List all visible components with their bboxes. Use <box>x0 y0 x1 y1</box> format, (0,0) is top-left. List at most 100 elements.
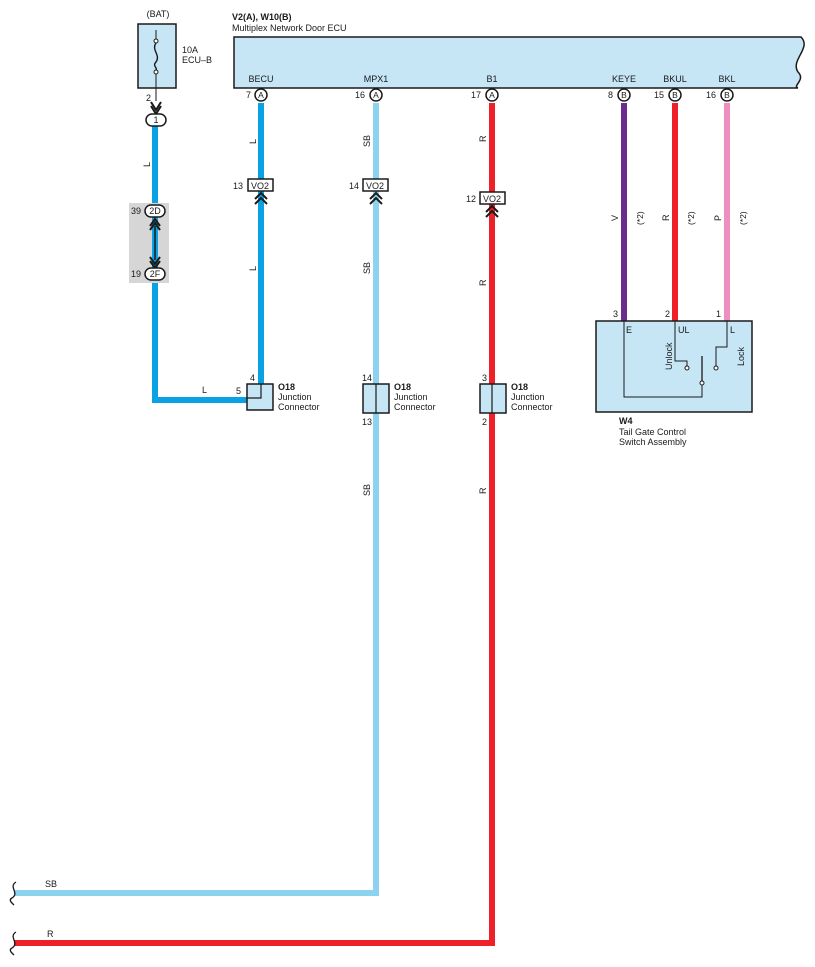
junction-pin-2d <box>144 204 166 218</box>
ecu-box <box>233 36 805 89</box>
fuse-pin-number: 2 <box>146 93 151 103</box>
ecu-pin-conn: B <box>672 90 678 100</box>
fuse-connector-arrow-icon <box>150 101 162 116</box>
o18-desc1: Junction <box>278 392 312 402</box>
o18-desc1: Junction <box>511 392 545 402</box>
ecu-pin-number: 16 <box>355 90 365 100</box>
vo2-pin-number: 14 <box>349 181 359 191</box>
ecu-pin-mpx1: 16 A <box>355 88 383 102</box>
fuse-rating: 10A <box>182 45 198 55</box>
junction-pin-2f-label: 2F <box>150 269 161 279</box>
wire-label-l-1: L <box>142 162 152 167</box>
vo2-arrow-icon <box>369 191 383 205</box>
ecu-pin-number: 15 <box>654 90 664 100</box>
ecu-pin-bkl: 16 B <box>706 88 734 102</box>
o18-desc2: Connector <box>394 402 436 412</box>
ecu-pin-b1: 17 A <box>471 88 499 102</box>
ecu-pin-conn: A <box>258 90 264 100</box>
wire-label-r-bkul: R <box>661 214 671 221</box>
wire-r-b1 <box>14 103 495 946</box>
o18-code: O18 <box>511 382 528 392</box>
o18-pin-top: 14 <box>362 373 372 383</box>
junction-upper-arrow-icon <box>149 217 161 231</box>
vo2-label: VO2 <box>483 194 501 204</box>
switch-code: W4 <box>619 416 633 426</box>
wire-label-v: V <box>610 215 620 221</box>
o18-junction-connector-3: 3 2 O18 Junction Connector <box>479 373 553 427</box>
switch-name-line2: Switch Assembly <box>619 437 687 447</box>
switch-unlock-label: Unlock <box>664 342 674 370</box>
switch-term-l: L <box>730 325 735 335</box>
wire-label-sb-middle: SB <box>362 262 372 274</box>
ecu-pin-number: 16 <box>706 90 716 100</box>
ecu-pin-number: 7 <box>246 90 251 100</box>
vo2-connector-mpx1: 14 VO2 <box>349 178 389 205</box>
o18-pin-bottom: 13 <box>362 417 372 427</box>
switch-box <box>595 320 753 413</box>
wire-label-l-becu-upper: L <box>248 139 258 144</box>
junction-pin-2f-number: 19 <box>131 269 141 279</box>
fuse-name: ECU–B <box>182 55 212 65</box>
junction-pin-2f <box>144 267 166 281</box>
vo2-arrow-icon <box>254 191 268 205</box>
vo2-pin-number: 13 <box>233 181 243 191</box>
wire-label-sb-lower: SB <box>362 484 372 496</box>
ecu-pin-conn: A <box>373 90 379 100</box>
switch-pin-number: 3 <box>613 309 618 319</box>
vo2-label: VO2 <box>251 181 269 191</box>
switch-pin-number: 2 <box>665 309 670 319</box>
switch-internal-lock <box>715 321 728 366</box>
wire-label-r-lower: R <box>478 487 488 494</box>
switch-term-ul: UL <box>678 325 690 335</box>
switch-internal-common <box>623 321 703 398</box>
ecu-pin-number: 8 <box>608 90 613 100</box>
pin-oval-1 <box>145 113 167 127</box>
wire-label-l-becu-lower: L <box>248 266 258 271</box>
vo2-arrow-icon <box>485 204 499 218</box>
switch-name-line1: Tail Gate Control <box>619 427 686 437</box>
ecu-pin-name-becu: BECU <box>248 74 273 84</box>
o18-code: O18 <box>394 382 411 392</box>
o18-desc1: Junction <box>394 392 428 402</box>
switch-term-e: E <box>626 325 632 335</box>
wire-label-sb-bottom: SB <box>45 879 57 889</box>
wire-label-sb-upper: SB <box>362 135 372 147</box>
vo2-connector-b1: 12 VO2 <box>466 191 506 218</box>
ecu-pin-becu: 7 A <box>246 88 268 102</box>
ecu-pin-bkul: 15 B <box>654 88 682 102</box>
wire-break-r-icon <box>9 931 17 956</box>
wire-label-l-horizontal: L <box>202 385 207 395</box>
ecu-pin-name-bkul: BKUL <box>663 74 687 84</box>
ecu-pin-conn: B <box>621 90 627 100</box>
ecu-pin-name-keye: KEYE <box>612 74 636 84</box>
wire-note-bkul: (*2) <box>686 211 696 225</box>
fuse-terminal-top <box>153 38 159 44</box>
switch-lock-label: Lock <box>736 346 746 366</box>
o18-junction-connector-1: 4 5 O18 Junction Connector <box>236 373 320 412</box>
o18-pin-top: 4 <box>250 373 255 383</box>
vo2-connector-becu: 13 VO2 <box>233 178 274 205</box>
ecu-pin-conn: A <box>489 90 495 100</box>
o18-junction-connector-2: 14 13 O18 Junction Connector <box>362 373 436 427</box>
vo2-label: VO2 <box>366 181 384 191</box>
ecu-subtitle: Multiplex Network Door ECU <box>232 23 347 33</box>
o18-pin-top: 3 <box>482 373 487 383</box>
ecu-pin-number: 17 <box>471 90 481 100</box>
junction-pin-2d-number: 39 <box>131 206 141 216</box>
ecu-pin-name-mpx1: MPX1 <box>364 74 389 84</box>
junction-pin-2d-label: 2D <box>149 206 161 216</box>
bat-label: (BAT) <box>147 9 170 19</box>
wire-label-r-middle: R <box>478 279 488 286</box>
fuse-terminal-bottom <box>153 69 159 75</box>
fuse-symbol <box>153 42 159 71</box>
ecu-pin-keye: 8 B <box>608 88 631 102</box>
o18-pin-bottom: 2 <box>482 417 487 427</box>
switch-pin-number: 1 <box>716 309 721 319</box>
tail-gate-switch-assembly: 3 2 1 E UL L Unlock Lock W4 Tail Gate Co… <box>595 309 753 447</box>
wire-sb-mpx1 <box>14 103 379 896</box>
wire-note-bkl: (*2) <box>738 211 748 225</box>
ecu-pin-name-b1: B1 <box>486 74 497 84</box>
wire-label-r-upper: R <box>478 135 488 142</box>
ecu-pin-conn: B <box>724 90 730 100</box>
